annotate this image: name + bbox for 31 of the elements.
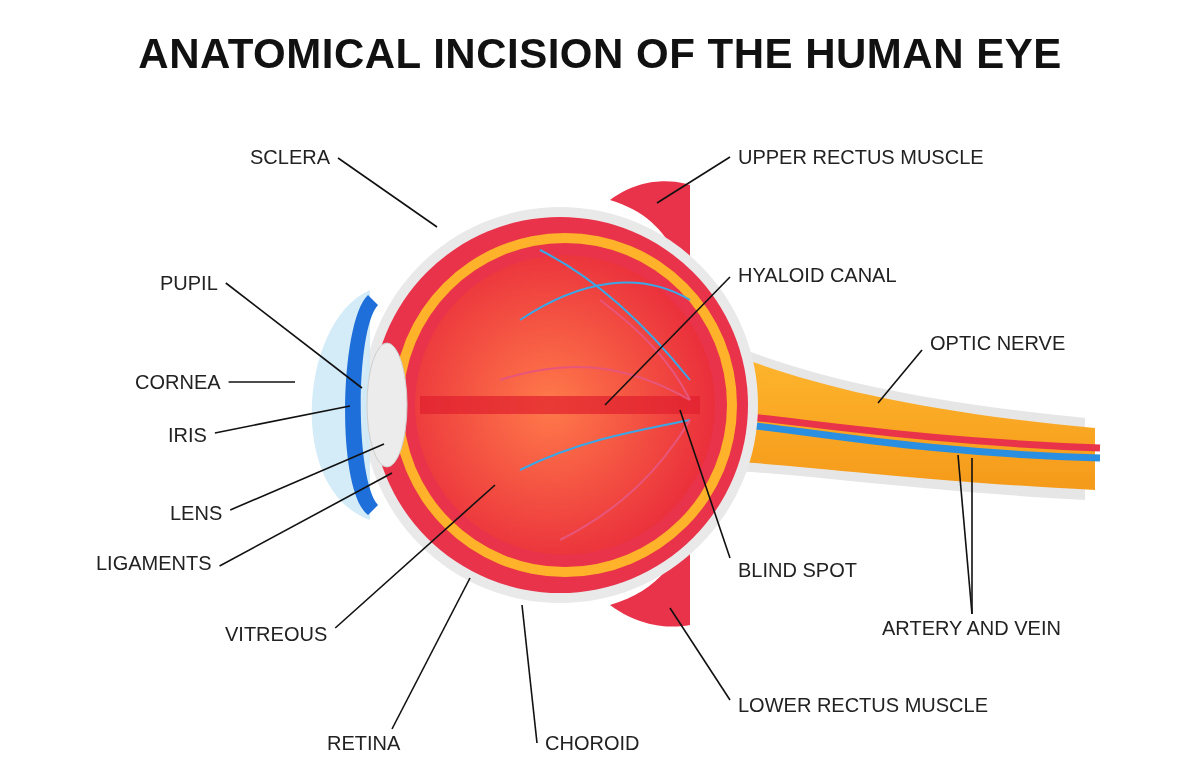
leader-line <box>227 381 296 383</box>
leader-line <box>679 409 731 559</box>
part-label: BLIND SPOT <box>738 558 857 582</box>
part-label: LOWER RECTUS MUSCLE <box>738 693 989 717</box>
leader-line <box>521 604 538 744</box>
part-label: SCLERA <box>250 145 331 169</box>
leader-line <box>971 457 973 615</box>
leader-line <box>337 157 438 228</box>
part-label: OPTIC NERVE <box>930 331 1066 355</box>
part-label: HYALOID CANAL <box>738 263 897 287</box>
leader-line <box>669 607 731 701</box>
leader-line <box>877 349 923 404</box>
leader-line <box>656 156 731 204</box>
part-label: RETINA <box>327 731 401 755</box>
part-label: CORNEA <box>135 370 221 394</box>
part-label: LENS <box>170 501 223 525</box>
part-label: VITREOUS <box>225 622 328 646</box>
part-label: UPPER RECTUS MUSCLE <box>738 145 984 169</box>
leader-line <box>214 405 351 434</box>
leader-line <box>391 577 471 730</box>
leader-line <box>334 484 496 629</box>
title: ANATOMICAL INCISION OF THE HUMAN EYE <box>137 30 1063 78</box>
leader-line <box>225 282 363 389</box>
part-label: IRIS <box>168 423 207 447</box>
part-label: CHOROID <box>545 731 640 755</box>
part-label: LIGAMENTS <box>96 551 212 575</box>
part-label: ARTERY AND VEIN <box>882 616 1061 640</box>
leader-line <box>604 276 731 406</box>
part-label: PUPIL <box>160 271 218 295</box>
leader-line <box>229 443 385 511</box>
leader-line <box>218 472 393 567</box>
